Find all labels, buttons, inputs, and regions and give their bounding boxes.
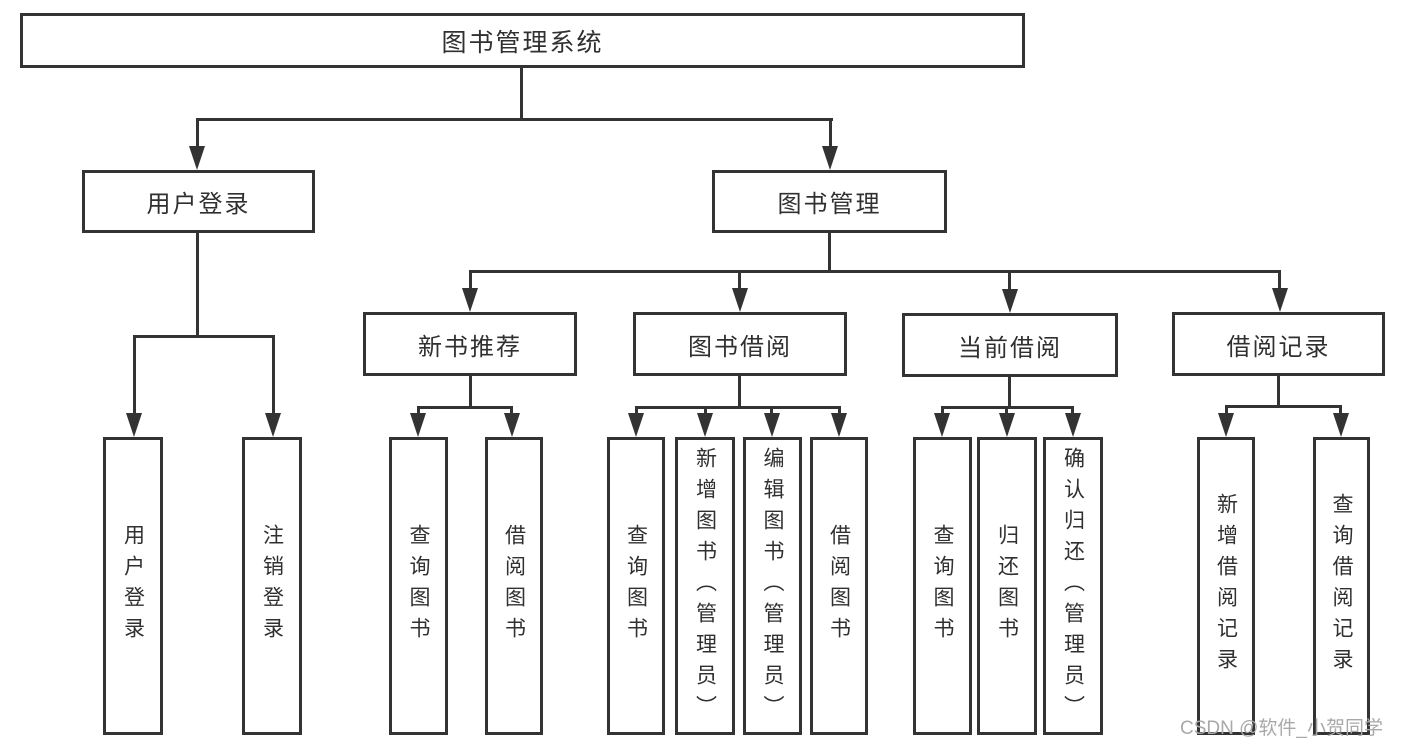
node-label: 归还图书 [995,524,1019,648]
node-label: 用户登录 [146,191,251,218]
node-label: 借阅记录 [1226,333,1331,361]
connector-line [520,68,523,119]
node-label: 新增借阅记录 [1214,493,1238,679]
connector-line [941,406,944,416]
node-label: 确认归还︵管理员︶ [1061,446,1085,726]
arrow-down-icon [1002,289,1018,313]
leaf-borrow-books: 借阅图书 [810,437,868,735]
node-label: 查询图书 [931,524,954,648]
connector-line [1005,406,1008,416]
leaf-borrow-books-recommend: 借阅图书 [485,437,543,735]
leaf-return-book: 归还图书 [977,437,1037,735]
connector-line [196,118,199,148]
node-label: 注销登录 [260,524,284,648]
arrow-down-icon [1065,413,1081,437]
node-label: 图书借阅 [688,333,792,361]
node-label: 编辑图书︵管理员︶ [761,446,784,726]
arrow-down-icon [1333,413,1349,437]
node-label: 图书管理系统 [441,28,604,57]
connector-line [828,233,831,272]
arrow-down-icon [462,288,478,312]
node-label: 查询借阅记录 [1330,493,1353,679]
arrow-down-icon [732,288,748,312]
leaf-query-books-current: 查询图书 [913,437,972,735]
arrow-down-icon [697,413,713,437]
node-label: 新书推荐 [418,333,522,361]
arrow-down-icon [764,413,780,437]
arrow-down-icon [504,413,520,437]
node-label: 当前借阅 [958,334,1062,362]
connector-line [1278,270,1281,290]
connector-line [829,118,832,148]
leaf-add-book-admin: 新增图书︵管理员︶ [675,437,735,735]
connector-line [1008,270,1011,290]
leaf-add-borrow-record: 新增借阅记录 [1197,437,1255,735]
connector-line [738,376,741,408]
connector-line [272,335,275,415]
arrow-down-icon [1272,288,1288,312]
connector-line [635,406,841,409]
connector-line [196,233,199,337]
connector-line [1225,405,1342,408]
arrow-down-icon [628,413,644,437]
connector-line [469,376,472,408]
arrow-down-icon [831,413,847,437]
node-label: 图书管理 [777,191,882,218]
leaf-user-login: 用户登录 [103,437,163,735]
connector-line [704,406,707,416]
arrow-down-icon [189,146,205,170]
connector-line [469,270,472,290]
csdn-watermark: CSDN @软件_小贺同学 [1180,718,1383,739]
node-label: 借阅图书 [827,524,851,648]
node-label: 借阅图书 [502,524,526,648]
leaf-edit-book-admin: 编辑图书︵管理员︶ [743,437,802,735]
node-borrowing-records: 借阅记录 [1172,312,1385,376]
connector-line [133,335,275,338]
leaf-confirm-return-admin: 确认归还︵管理员︶ [1043,437,1103,735]
connector-line [1071,406,1074,416]
node-label: 查询图书 [624,524,648,648]
connector-line [1339,405,1342,416]
arrow-down-icon [999,413,1015,437]
connector-line [635,406,638,416]
node-label: 用户登录 [121,524,145,648]
node-book-management-system: 图书管理系统 [20,13,1025,68]
leaf-query-books-borrowing: 查询图书 [607,437,665,735]
connector-line [1225,405,1228,416]
node-label: 新增图书︵管理员︶ [693,446,717,726]
connector-line [196,118,833,121]
arrow-down-icon [822,146,838,170]
node-user-login: 用户登录 [82,170,315,233]
arrow-down-icon [934,413,950,437]
node-label: 查询图书 [407,524,430,648]
connector-line [838,406,841,416]
node-book-borrowing: 图书借阅 [633,312,847,376]
connector-line [469,270,1281,273]
node-book-management: 图书管理 [712,170,947,233]
connector-line [738,270,741,290]
connector-line [1277,375,1280,407]
arrow-down-icon [265,413,281,437]
leaf-query-books-recommend: 查询图书 [389,437,448,735]
connector-line [510,406,513,416]
node-new-book-recommend: 新书推荐 [363,312,577,376]
connector-line [770,406,773,416]
arrow-down-icon [410,413,426,437]
arrow-down-icon [126,413,142,437]
leaf-query-borrow-record: 查询借阅记录 [1313,437,1370,735]
node-current-borrowing: 当前借阅 [902,313,1118,377]
connector-line [417,406,513,409]
connector-line [133,335,136,415]
leaf-logout: 注销登录 [242,437,302,735]
connector-line [1008,377,1011,408]
connector-line [417,406,420,416]
arrow-down-icon [1218,413,1234,437]
